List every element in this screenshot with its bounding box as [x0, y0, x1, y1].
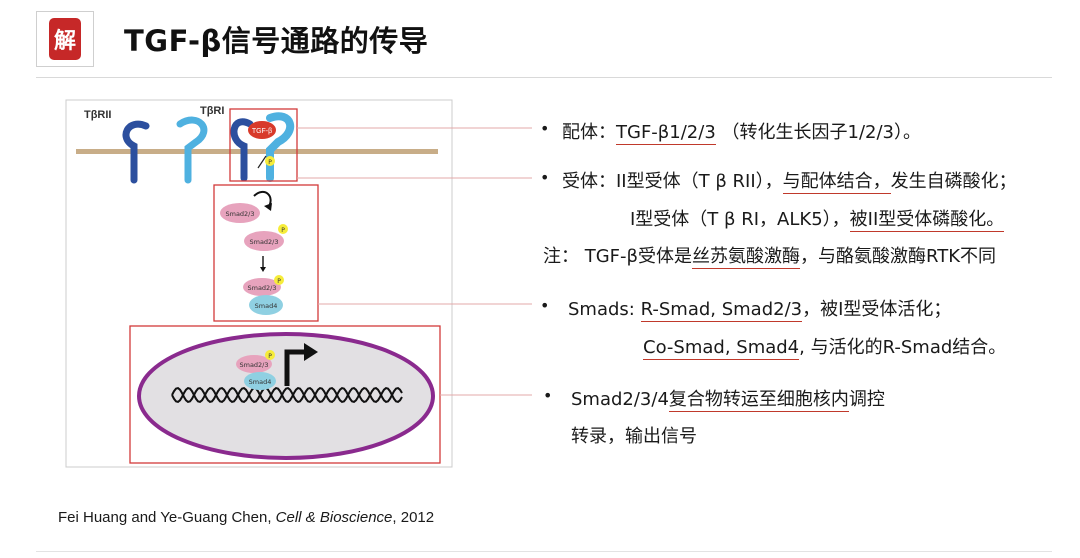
ligand-label: TGF-β: [252, 128, 272, 135]
ligand-underlined: TGF-β1/2/3: [616, 122, 716, 145]
note-underlined: 丝苏氨酸激酶: [692, 246, 800, 269]
smad23-inactive-label: Smad2/3: [225, 210, 254, 218]
ligand-suffix: （转化生长因子1/2/3）。: [722, 122, 922, 143]
smad23-phosphorylated-label: Smad2/3: [249, 238, 278, 246]
bullet-smads: Smads: R-Smad, Smad2/3，被I型受体活化；: [568, 295, 951, 321]
bullet-dot: •: [540, 119, 549, 138]
nuclear-smad23-label: Smad2/3: [239, 361, 268, 369]
smads-suffix: ，被I型受体活化；: [802, 299, 951, 320]
citation-year: , 2012: [392, 509, 434, 526]
phospho-smad23-label: P: [281, 227, 285, 234]
bottom-divider: [36, 551, 1052, 552]
bullet-dot: •: [540, 168, 549, 187]
phospho-nuclear-label: P: [268, 353, 272, 360]
nucleus-prefix: Smad2/3/4: [571, 389, 669, 410]
receptor-suffix: 发生自磷酸化；: [891, 171, 1017, 192]
note-line: 注： TGF-β受体是丝苏氨酸激酶，与酪氨酸激酶RTK不同: [543, 242, 996, 268]
smads-prefix: Smads:: [568, 299, 641, 320]
cell-membrane: [76, 149, 438, 154]
citation-journal: Cell & Bioscience: [276, 509, 393, 526]
bullet-dot: •: [543, 386, 552, 405]
bullet-receptor: 受体：II型受体（T β RII），与配体结合，发生自磷酸化；: [562, 167, 1017, 193]
citation: Fei Huang and Ye-Guang Chen, Cell & Bios…: [58, 509, 434, 526]
receptor2-prefix: I型受体（T β RI，ALK5），: [630, 209, 850, 230]
nuclear-smad4-label: Smad4: [249, 378, 272, 386]
note-prefix: 注： TGF-β受体是: [543, 246, 692, 267]
label-tbetari: TβRI: [200, 105, 224, 117]
phospho-receptor-label: P: [268, 159, 272, 166]
smads2-suffix: , 与活化的R-Smad结合。: [799, 337, 1006, 358]
phospho-complex-label: P: [277, 278, 281, 285]
receptor-underlined: 与配体结合，: [783, 171, 891, 194]
bullet-smads-line2: Co-Smad, Smad4, 与活化的R-Smad结合。: [643, 333, 1006, 359]
complex-smad4-label: Smad4: [255, 302, 278, 310]
nucleus-suffix: 调控: [849, 389, 885, 410]
bullet-ligand: 配体：TGF-β1/2/3 （转化生长因子1/2/3）。: [562, 118, 921, 144]
bullet-dot: •: [540, 296, 549, 315]
citation-authors: Fei Huang and Ye-Guang Chen,: [58, 509, 276, 526]
receptor-prefix: 受体：II型受体（T β RII），: [562, 171, 783, 192]
smads2-underlined: Co-Smad, Smad4: [643, 337, 799, 360]
complex-smad23-label: Smad2/3: [247, 284, 276, 292]
bullet-nucleus: Smad2/3/4复合物转运至细胞核内调控: [571, 385, 885, 411]
receptor2-underlined: 被II型受体磷酸化。: [850, 209, 1005, 232]
note-suffix: ，与酪氨酸激酶RTK不同: [800, 246, 996, 267]
label-tbetarii: TβRII: [84, 109, 112, 121]
smads-underlined: R-Smad, Smad2/3: [641, 299, 803, 322]
bullet-nucleus-line2: 转录，输出信号: [571, 422, 697, 448]
nucleus-underlined: 复合物转运至细胞核内: [669, 389, 849, 412]
bullet-receptor-line2: I型受体（T β RI，ALK5），被II型受体磷酸化。: [630, 205, 1004, 231]
ligand-prefix: 配体：: [562, 122, 616, 143]
